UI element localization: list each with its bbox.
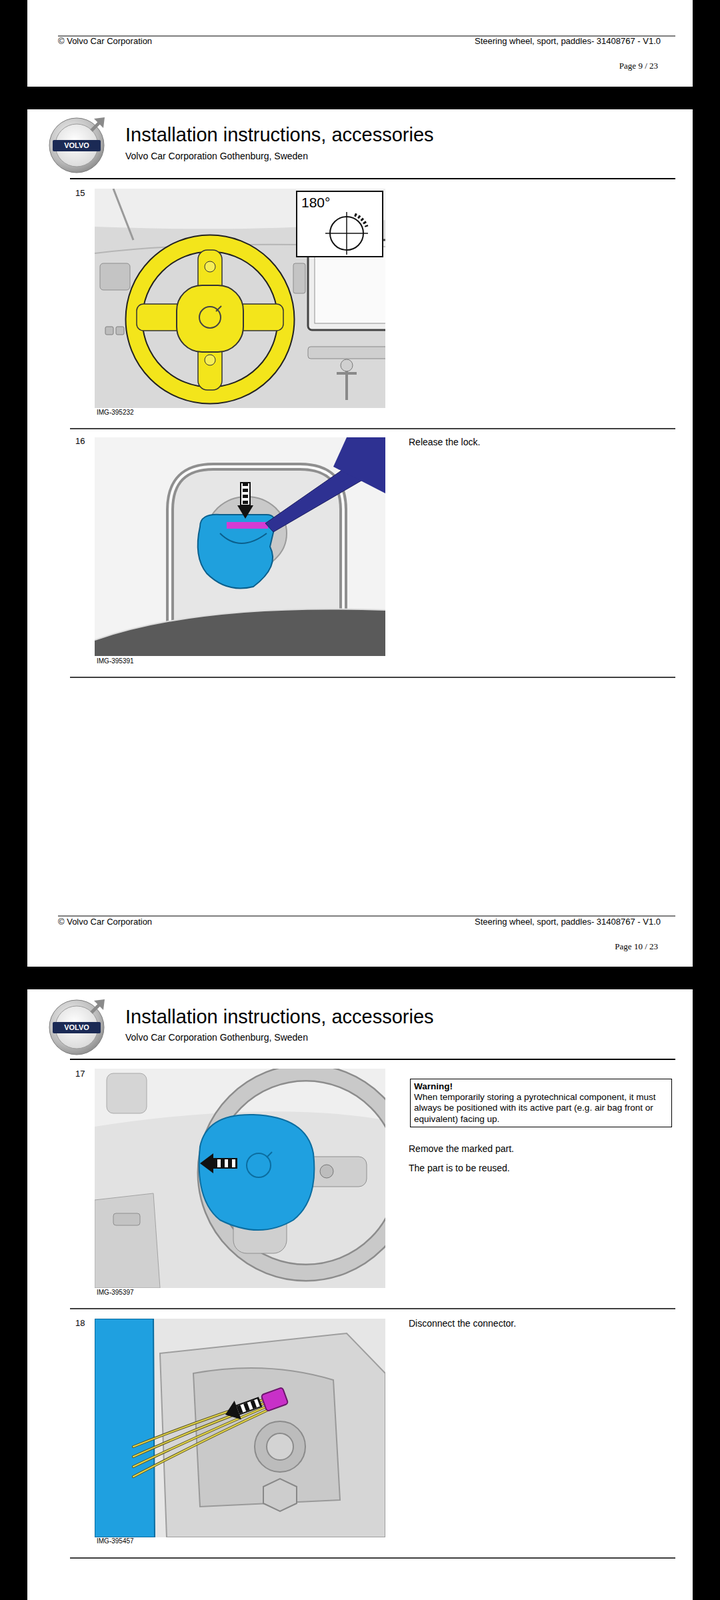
box-heading: 180°	[301, 194, 378, 211]
steering-wheel-illustration-part	[325, 232, 368, 234]
page-subtitle: Volvo Car Corporation Gothenburg, Sweden	[125, 150, 308, 162]
step-number: 15	[75, 188, 85, 199]
rule-lines-part	[70, 676, 676, 678]
lock-illustration-part	[242, 482, 248, 506]
airbag-illustration-part	[200, 1153, 237, 1174]
lock-illustration-part	[198, 514, 276, 589]
page-title: Installation instructions, accessories	[125, 124, 434, 146]
steering-wheel-illustration-part	[134, 243, 286, 396]
step-instruction: Release the lock.	[408, 436, 480, 448]
page-title: Installation instructions, accessories	[125, 1006, 434, 1028]
lock-illustration-part	[94, 608, 386, 640]
connector-illustration-part	[222, 1392, 264, 1424]
lock-illustration-part	[237, 505, 254, 519]
footer-copyright: © Volvo Car Corporation	[58, 917, 152, 928]
footer-document: Steering wheel, sport, paddles- 31408767…	[474, 36, 661, 47]
angle-inset-box: 180°	[296, 190, 384, 258]
step-number: 17	[75, 1069, 85, 1080]
steering-wheel-illustration-part	[354, 214, 367, 227]
steering-wheel-illustration-part	[296, 190, 384, 258]
connector-illustration-part	[261, 1387, 289, 1412]
footer-copyright: © Volvo Car Corporation	[58, 36, 152, 47]
steering-wheel-illustration-part	[113, 188, 134, 240]
step-number: 16	[75, 436, 85, 447]
logo-text: VOLVO	[64, 1023, 90, 1032]
lock-illustration-part	[333, 437, 386, 494]
steering-wheel-illustration-part	[134, 243, 286, 396]
connector-illustration-part	[263, 1478, 297, 1512]
image-id: IMG-395391	[96, 657, 134, 666]
steering-wheel-illustration	[94, 188, 386, 408]
image-id: IMG-395457	[96, 1537, 134, 1546]
drawing-part	[27, 989, 693, 1600]
rule-lines-part	[58, 916, 676, 917]
drawing-part	[27, 0, 693, 87]
lock-illustration-part	[94, 608, 386, 656]
connector-illustration-part	[94, 1318, 155, 1538]
connector-illustration	[94, 1318, 386, 1538]
steering-wheel-illustration-part	[293, 263, 306, 294]
lock-illustration-part	[226, 522, 268, 529]
step-instruction: The part is to be reused.	[408, 1162, 510, 1174]
airbag-illustration-part	[94, 1193, 160, 1288]
connector-illustration-part-part	[133, 1408, 271, 1477]
connector-illustration-part-part	[133, 1408, 271, 1477]
logo-text: VOLVO	[64, 141, 90, 150]
steering-wheel-illustration-part	[216, 306, 222, 312]
steering-wheel-illustration-part	[100, 263, 130, 290]
airbag-illustration-part	[106, 1073, 147, 1114]
steering-wheel-illustration-part	[314, 246, 386, 324]
rule-lines	[58, 36, 676, 1558]
steering-wheel-illustration-part	[204, 354, 216, 366]
connector-illustration-part	[94, 1318, 386, 1538]
image-id: IMG-395397	[96, 1288, 134, 1297]
page-number: Page 9 / 23	[619, 61, 658, 72]
step-instruction: Remove the marked part.	[408, 1143, 514, 1154]
connector-illustration-part	[254, 1421, 306, 1472]
airbag-illustration-part	[199, 1114, 315, 1230]
lock-illustration-part	[220, 533, 267, 544]
step-instruction: Disconnect the connector.	[408, 1318, 516, 1329]
rule-lines-part	[70, 1058, 676, 1060]
connector-illustration-part	[160, 1333, 386, 1538]
airbag-illustration-part	[113, 1213, 140, 1226]
step-number: 18	[75, 1318, 85, 1329]
page-number: Page 10 / 23	[614, 942, 658, 952]
box-heading: Warning!	[414, 1081, 668, 1092]
airbag-illustration-part	[320, 1164, 334, 1178]
connector-illustration-part	[266, 1433, 294, 1460]
steering-wheel-illustration-part	[176, 285, 244, 352]
steering-wheel-illustration-part	[340, 359, 353, 372]
steering-wheel-illustration-part	[308, 346, 386, 359]
airbag-illustration	[94, 1068, 386, 1288]
rule-lines-part	[70, 428, 676, 430]
rule-lines-part	[70, 178, 676, 180]
steering-wheel-illustration-part-part	[116, 326, 124, 335]
footer-document: Steering wheel, sport, paddles- 31408767…	[474, 917, 661, 928]
steering-wheel-illustration-part	[204, 261, 216, 272]
steering-wheel-illustration-part-part	[105, 326, 114, 335]
connector-illustration-part-part	[133, 1405, 270, 1467]
warning-box: Warning!When temporarily storing a pyrot…	[410, 1078, 672, 1128]
airbag-illustration-part	[266, 1152, 272, 1158]
volvo-logo	[49, 117, 105, 173]
steering-wheel-illustration-part	[199, 306, 221, 328]
image-id: IMG-395232	[96, 408, 134, 417]
lock-illustration-part	[240, 482, 250, 506]
rule-lines-part	[70, 1557, 676, 1559]
lock-illustration	[94, 437, 386, 656]
drawing-part	[27, 109, 693, 967]
connector-illustration-part-part	[133, 1405, 270, 1467]
volvo-logo	[49, 999, 105, 1055]
page-subtitle: Volvo Car Corporation Gothenburg, Sweden	[125, 1032, 308, 1043]
box-body: When temporarily storing a pyrotechnical…	[414, 1092, 668, 1125]
rule-lines-part	[70, 1308, 676, 1310]
